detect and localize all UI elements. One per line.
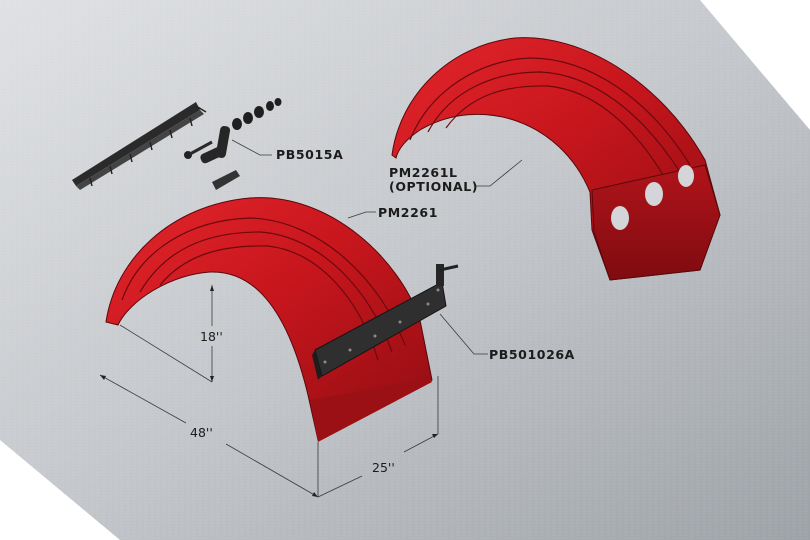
mounting-rail-icon xyxy=(72,102,207,190)
callout-pm2261l-optional: (OPTIONAL) xyxy=(389,179,479,194)
callout-pm2261: PM2261 xyxy=(378,205,438,220)
light-holes-icon xyxy=(611,165,694,230)
washers-icon xyxy=(232,98,282,130)
callout-pb501026a: PB501026A xyxy=(489,347,575,362)
bolt-icon xyxy=(436,264,459,286)
l-bracket-icon xyxy=(200,126,231,164)
callout-pm2261l: PM2261L xyxy=(389,165,458,180)
dimension-width: 25'' xyxy=(372,460,395,475)
clip-icon xyxy=(212,170,240,190)
dimension-height: 18'' xyxy=(200,329,223,344)
bolt-icon xyxy=(184,140,213,159)
callout-pb5015a: PB5015A xyxy=(276,147,344,162)
dimension-length: 48'' xyxy=(190,425,213,440)
